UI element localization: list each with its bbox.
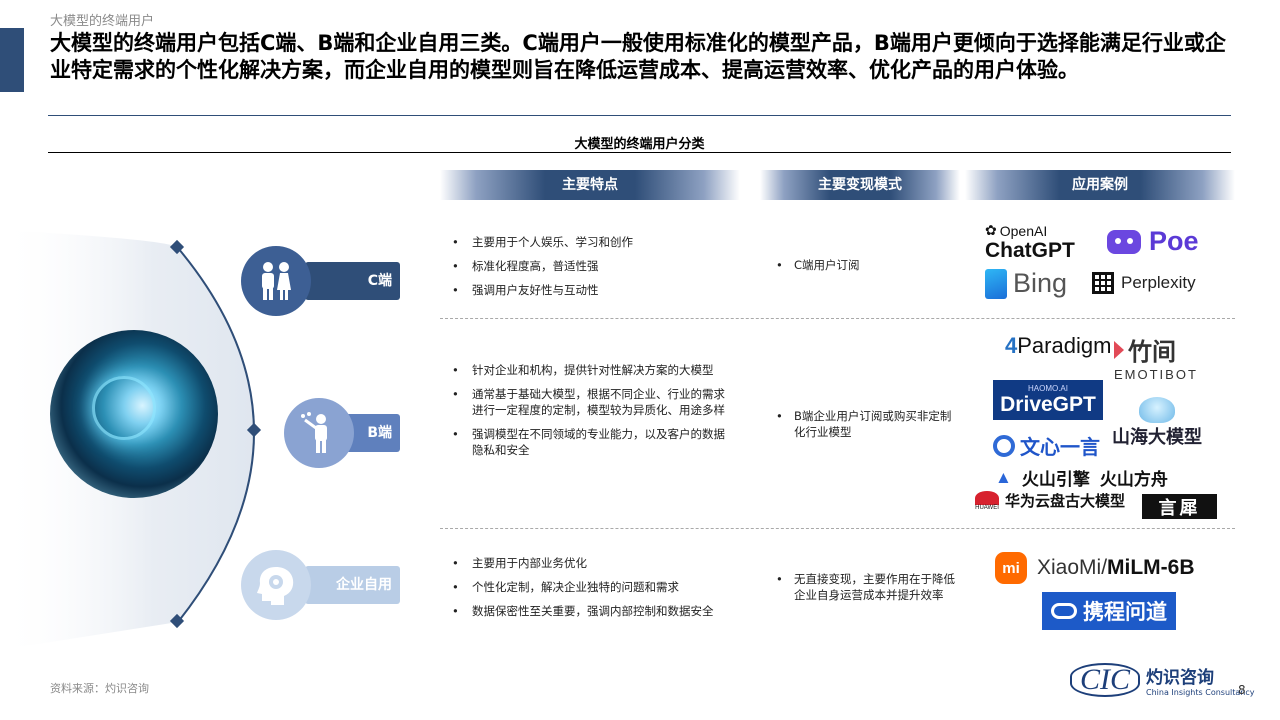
list-item: 标准化程度高，普适性强 bbox=[452, 258, 732, 274]
shanhai-icon bbox=[1139, 397, 1175, 423]
bing-logo: Bing bbox=[985, 268, 1067, 299]
businessman-icon bbox=[284, 398, 354, 468]
list-item: 强调模型在不同领域的专业能力，以及客户的数据隐私和安全 bbox=[452, 426, 732, 458]
shanhai-text: 山海大模型 bbox=[1112, 427, 1202, 447]
col-header-revenue: 主要变现模式 bbox=[760, 170, 960, 200]
wenxin-icon bbox=[993, 434, 1015, 457]
list-item: 个性化定制，解决企业独特的问题和需求 bbox=[452, 579, 732, 595]
emotibot-logo: 竹间 EMOTIBOT bbox=[1114, 332, 1198, 382]
drivegpt-text: DriveGPT bbox=[1000, 392, 1096, 416]
table-title: 大模型的终端用户分类 bbox=[574, 137, 705, 152]
xiecheng-logo: 携程问道 bbox=[1042, 592, 1176, 630]
revenue-c-list: C端用户订阅 bbox=[776, 257, 958, 273]
list-item: 强调用户友好性与互动性 bbox=[452, 282, 732, 298]
header-rule bbox=[48, 115, 1231, 116]
features-c-list: 主要用于个人娱乐、学习和创作 标准化程度高，普适性强 强调用户友好性与互动性 bbox=[452, 234, 732, 306]
list-item: 无直接变现，主要作用在于降低企业自身运营成本并提升效率 bbox=[776, 571, 958, 603]
robot-glow-ring bbox=[92, 376, 156, 440]
wenxin-text: 文心一言 bbox=[1020, 437, 1100, 459]
poe-icon bbox=[1107, 229, 1141, 254]
xiaomi-icon: mi bbox=[995, 552, 1027, 584]
huoshan-logo: ▲ 火山引擎 火山方舟 bbox=[995, 465, 1168, 490]
poe-logo: Poe bbox=[1107, 226, 1199, 257]
huoshan-boat-text: 火山方舟 bbox=[1099, 470, 1168, 489]
source-note: 资料来源：灼识咨询 bbox=[50, 682, 149, 695]
huoshan-engine-text: 火山引擎 bbox=[1021, 470, 1090, 489]
cic-zh-name: 灼识咨询 bbox=[1146, 668, 1215, 688]
list-item: 针对企业和机构，提供针对性解决方案的大模型 bbox=[452, 362, 732, 378]
col-header-features: 主要特点 bbox=[440, 170, 740, 200]
shanhai-logo: 山海大模型 bbox=[1112, 397, 1202, 449]
category-enterprise-label: 企业自用 bbox=[305, 566, 400, 604]
list-item: B端企业用户订阅或购买非定制化行业模型 bbox=[776, 408, 958, 440]
perplexity-logo: Perplexity bbox=[1092, 272, 1196, 294]
brain-gear-icon bbox=[241, 550, 311, 620]
list-item: C端用户订阅 bbox=[776, 257, 958, 273]
revenue-b-list: B端企业用户订阅或购买非定制化行业模型 bbox=[776, 408, 958, 440]
xiaomi-logo: mi XiaoMi/MiLM-6B bbox=[995, 552, 1195, 584]
row-separator bbox=[440, 528, 1235, 529]
milm-text: MiLM-6B bbox=[1107, 556, 1195, 579]
yanxi-logo: 言犀 bbox=[1142, 494, 1217, 519]
list-item: 通常基于基础大模型，根据不同企业、行业的需求进行一定程度的定制，模型较为异质化、… bbox=[452, 386, 732, 418]
chatgpt-text: ChatGPT bbox=[985, 239, 1075, 262]
perplexity-text: Perplexity bbox=[1121, 273, 1196, 292]
huawei-text: HUAWEI bbox=[975, 504, 999, 511]
openai-icon: ✿ bbox=[985, 222, 997, 238]
people-icon bbox=[241, 246, 311, 316]
features-b-list: 针对企业和机构，提供针对性解决方案的大模型 通常基于基础大模型，根据不同企业、行… bbox=[452, 362, 732, 466]
section-label: 大模型的终端用户 bbox=[50, 14, 155, 29]
paradigm-mark: 4 bbox=[1005, 333, 1018, 358]
row-separator bbox=[440, 318, 1235, 319]
drivegpt-logo: HAOMO.AI DriveGPT bbox=[993, 380, 1103, 420]
emotibot-zh-text: 竹间 bbox=[1128, 339, 1176, 366]
volcano-icon: ▲ bbox=[995, 467, 1012, 487]
revenue-enterprise-list: 无直接变现，主要作用在于降低企业自身运营成本并提升效率 bbox=[776, 571, 958, 603]
cic-logo: CIC 灼识咨询 China Insights Consultancy bbox=[1070, 663, 1254, 697]
xiaomi-text: XiaoMi/ bbox=[1037, 556, 1108, 579]
list-item: 主要用于内部业务优化 bbox=[452, 555, 732, 571]
list-item: 主要用于个人娱乐、学习和创作 bbox=[452, 234, 732, 250]
list-item: 数据保密性至关重要，强调内部控制和数据安全 bbox=[452, 603, 732, 619]
headline: 大模型的终端用户包括C端、B端和企业自用三类。C端用户一般使用标准化的模型产品，… bbox=[50, 31, 1226, 82]
arc-diamond bbox=[169, 613, 185, 629]
emotibot-icon bbox=[1114, 340, 1124, 359]
perplexity-icon bbox=[1092, 272, 1114, 294]
left-accent-tab bbox=[0, 28, 24, 92]
category-c-label: C端 bbox=[305, 262, 400, 300]
emotibot-en-text: EMOTIBOT bbox=[1114, 367, 1198, 382]
table-title-rule bbox=[48, 152, 1231, 153]
features-enterprise-list: 主要用于内部业务优化 个性化定制，解决企业独特的问题和需求 数据保密性至关重要，… bbox=[452, 555, 732, 627]
huawei-icon: HUAWEI bbox=[975, 490, 999, 511]
pangu-text: 华为云盘古大模型 bbox=[1005, 493, 1126, 510]
cic-en-name: China Insights Consultancy bbox=[1146, 688, 1255, 697]
bing-text: Bing bbox=[1013, 268, 1068, 298]
haomo-text: HAOMO.AI bbox=[1027, 383, 1068, 393]
openai-text: OpenAI bbox=[999, 222, 1048, 239]
poe-text: Poe bbox=[1149, 226, 1199, 256]
huawei-pangu-logo: HUAWEI 华为云盘古大模型 bbox=[975, 490, 1125, 511]
cic-mark: CIC bbox=[1070, 663, 1141, 697]
page-number: 8 bbox=[1238, 683, 1246, 697]
xiecheng-text: 携程问道 bbox=[1083, 601, 1167, 624]
bing-icon bbox=[985, 268, 1007, 299]
col-header-cases: 应用案例 bbox=[965, 170, 1235, 200]
xiecheng-icon bbox=[1051, 603, 1077, 619]
chatgpt-logo: ✿OpenAI ChatGPT bbox=[985, 222, 1075, 263]
arc-diamond bbox=[246, 422, 262, 438]
paradigm-text: Paradigm bbox=[1017, 333, 1112, 358]
wenxin-logo: 文心一言 bbox=[993, 431, 1100, 460]
